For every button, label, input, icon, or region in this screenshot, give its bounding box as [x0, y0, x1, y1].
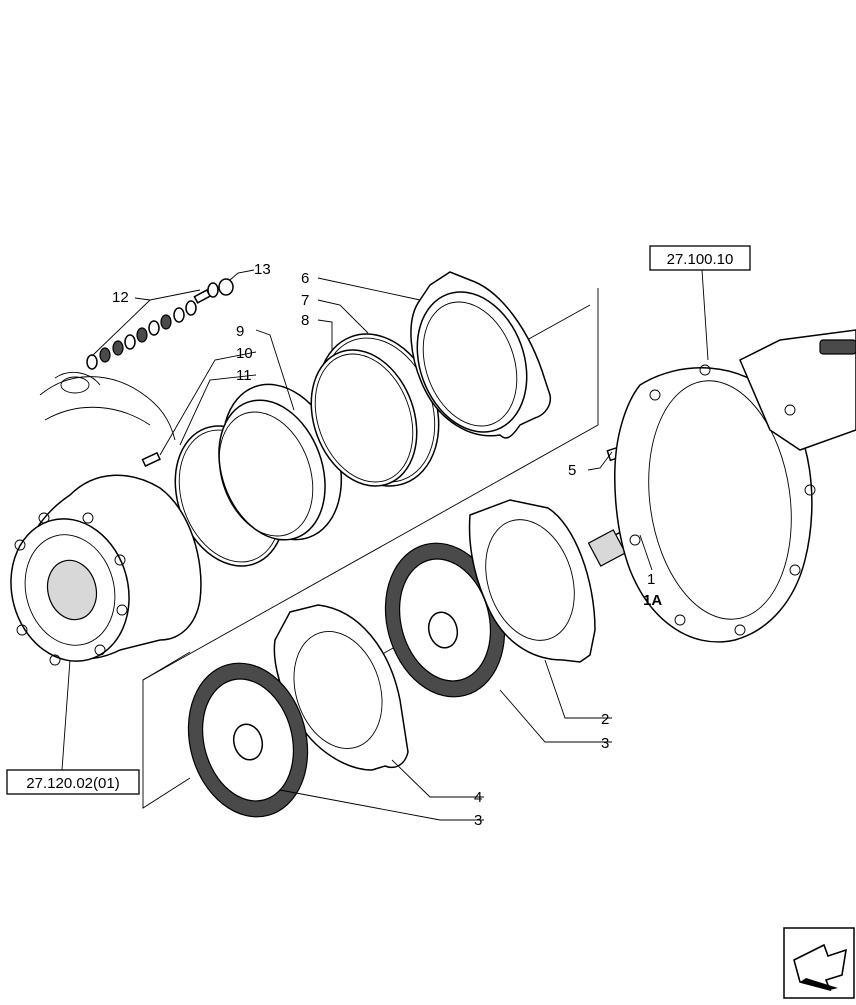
friction-disc-rear	[384, 542, 506, 698]
callout-12: 12	[112, 289, 129, 306]
callout-6: 6	[301, 270, 309, 287]
leader-lines	[61, 269, 709, 821]
o-ring-small	[218, 278, 234, 296]
callout-9: 9	[236, 323, 244, 340]
dowel-pin	[141, 451, 161, 468]
callout-13: 13	[254, 261, 271, 278]
brake-piston	[218, 383, 343, 541]
callout-2: 2	[601, 711, 609, 728]
callout-5: 5	[568, 462, 576, 479]
seal-rings	[310, 333, 440, 487]
friction-disc-front	[187, 662, 309, 818]
ref-box-hub[interactable]: 27.120.02(01)	[6, 769, 140, 795]
callout-3-rear: 3	[601, 735, 609, 752]
next-page-arrow-icon[interactable]	[783, 927, 855, 999]
callout-1a: 1A	[643, 592, 662, 609]
assembly-frame	[142, 288, 599, 809]
valve-assembly	[86, 282, 219, 370]
ref-axle-label: 27.100.10	[667, 251, 734, 268]
callout-11: 11	[236, 367, 252, 384]
callout-1: 1	[647, 571, 655, 588]
steel-plate-rear	[468, 499, 596, 663]
brake-cylinder-housing	[410, 271, 552, 439]
ref-box-axle[interactable]: 27.100.10	[649, 245, 751, 271]
wheel-hub	[10, 474, 202, 666]
axle-housing	[614, 329, 856, 643]
callout-7: 7	[301, 292, 309, 309]
callout-8: 8	[301, 312, 309, 329]
callout-10: 10	[236, 345, 253, 362]
callout-3-front: 3	[474, 812, 482, 829]
ref-hub-label: 27.120.02(01)	[26, 775, 119, 792]
background-housing	[39, 371, 176, 441]
callout-4: 4	[474, 789, 482, 806]
